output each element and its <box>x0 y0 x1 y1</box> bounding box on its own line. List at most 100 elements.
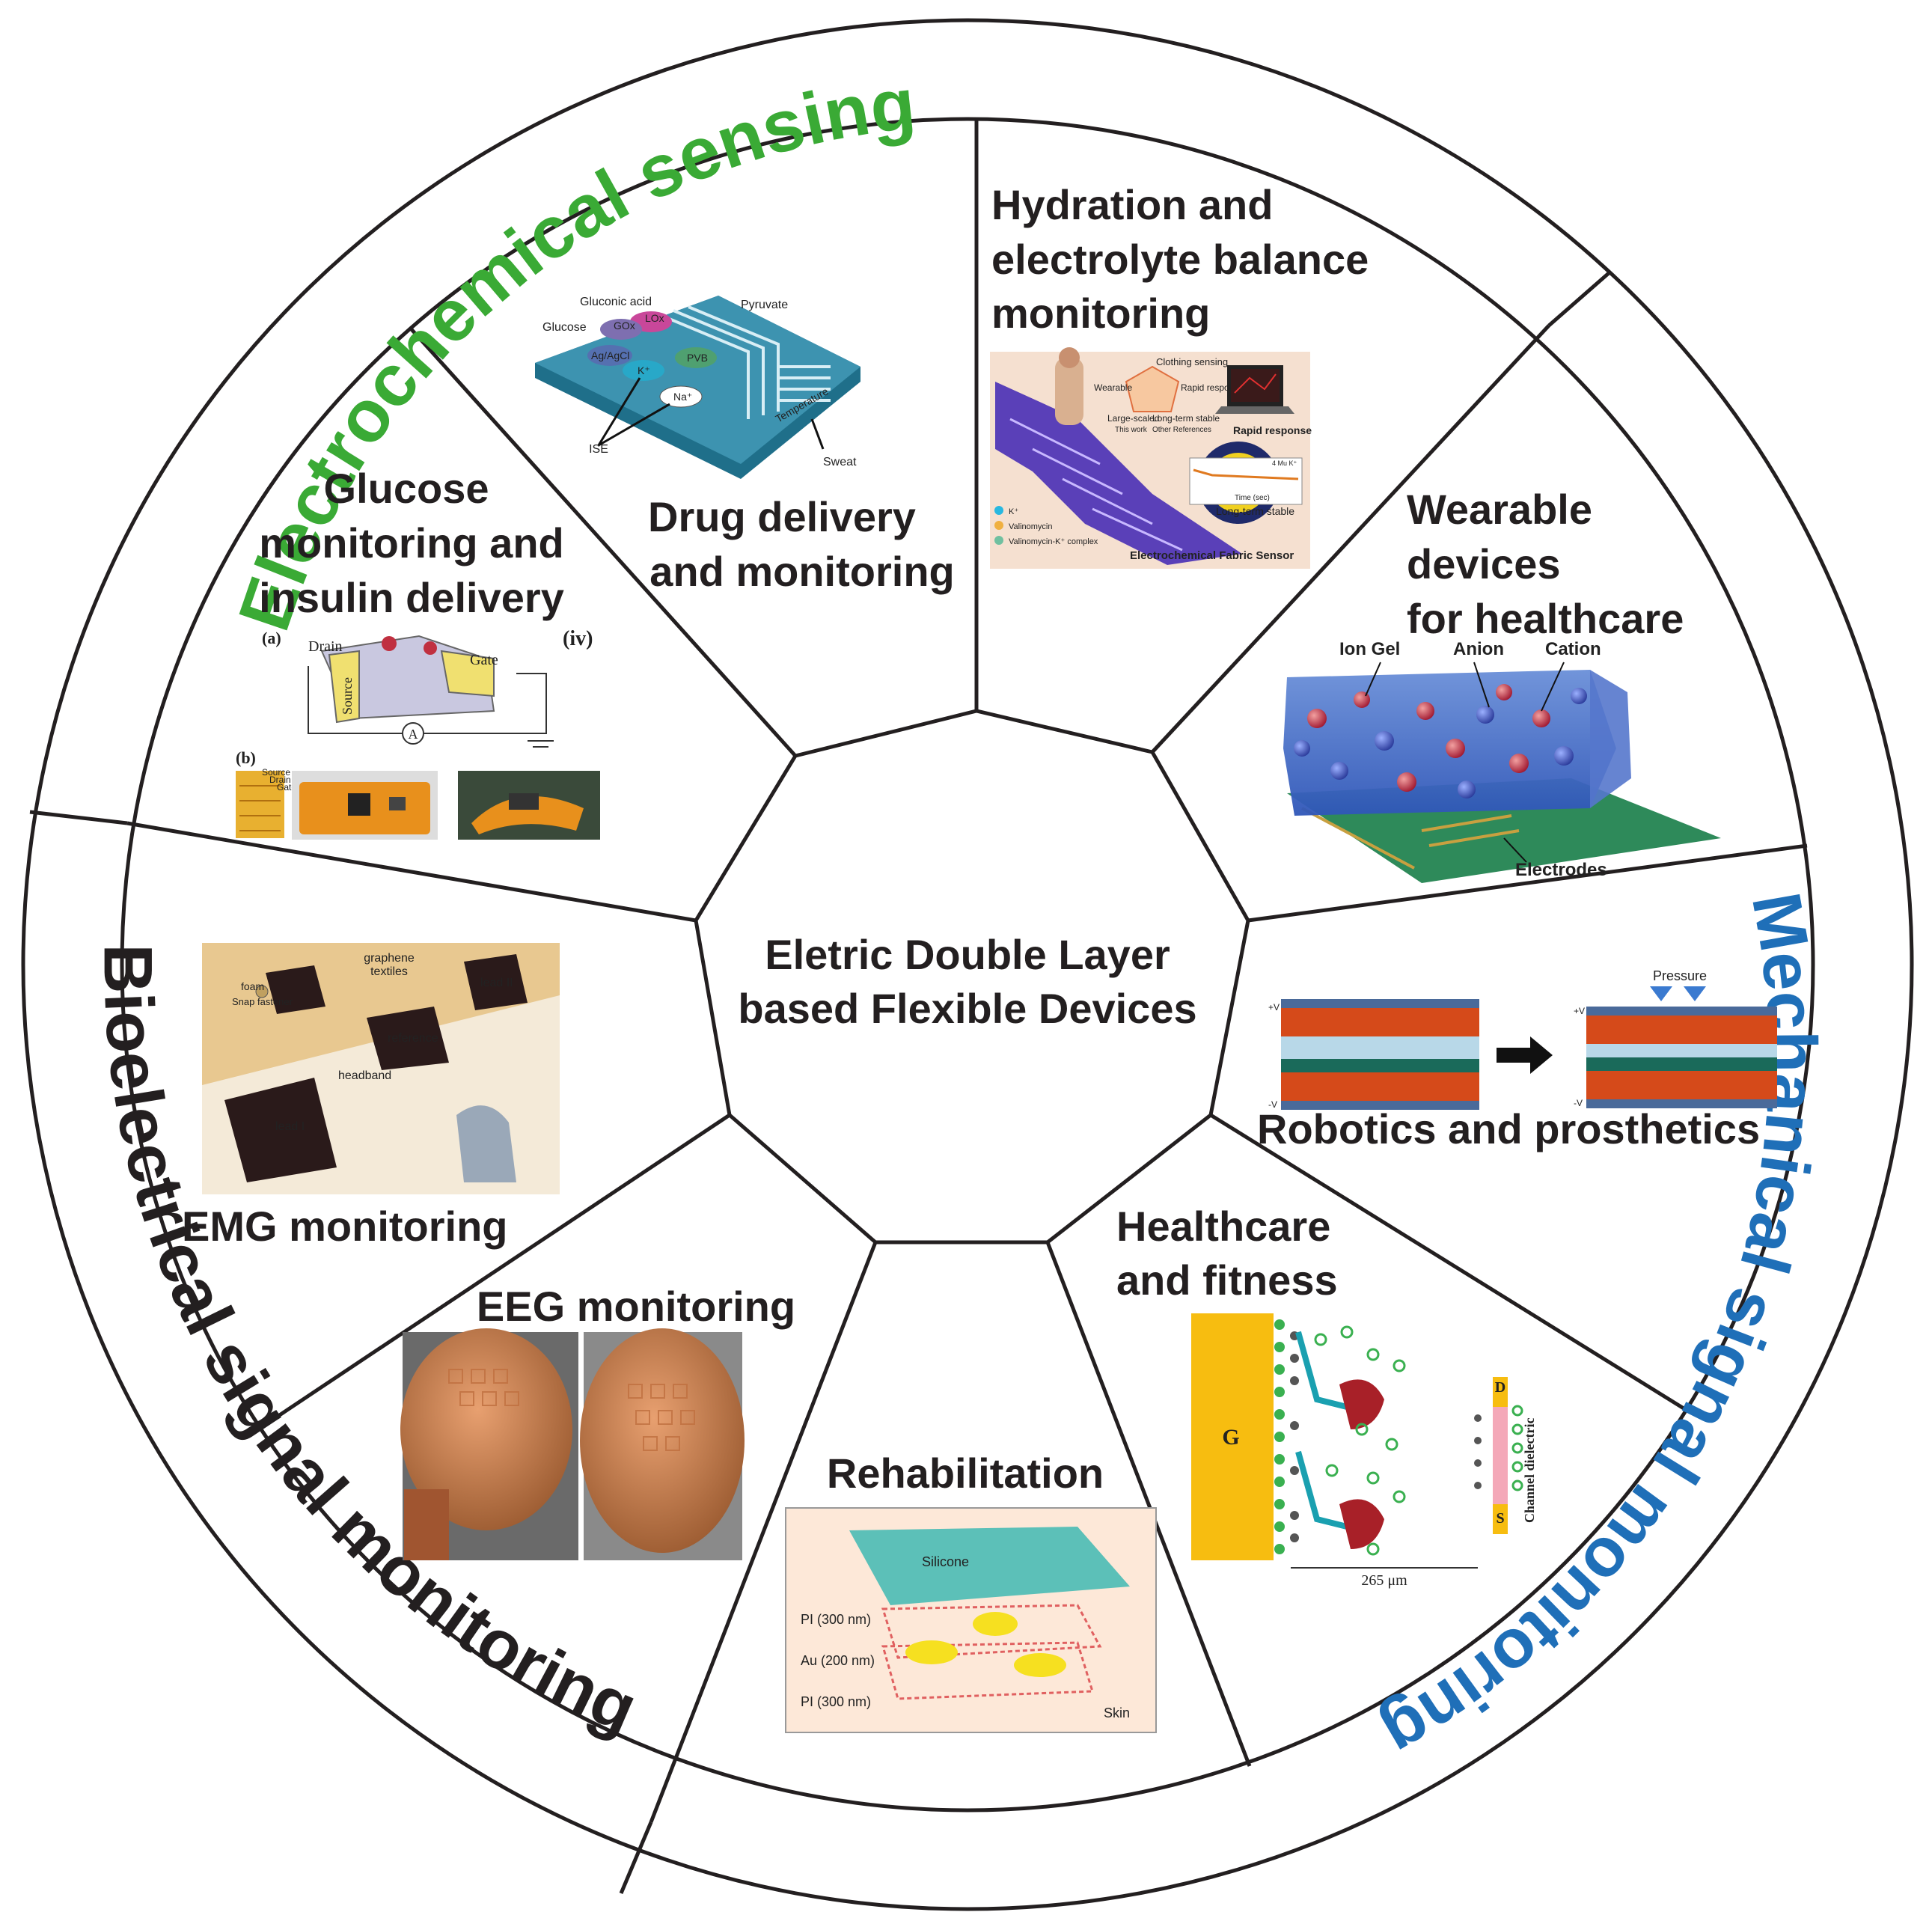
eeg-figure <box>400 1328 745 1560</box>
segment-eeg: EEG monitoring <box>400 1283 795 1560</box>
segment-hydration: Hydration and electrolyte balance monito… <box>990 181 1369 569</box>
hydration-wearable: Wearable <box>1094 382 1132 393</box>
rehab-au: Au (200 nm) <box>801 1653 875 1668</box>
glucose-title-2: monitoring and <box>259 519 564 567</box>
spoke-4 <box>1247 843 1808 923</box>
drug-title-2: and monitoring <box>649 548 955 595</box>
fitness-title-1: Healthcare <box>1116 1203 1330 1250</box>
rehab-silicone: Silicone <box>922 1554 969 1569</box>
ring-divider-bottom <box>619 1821 653 1894</box>
drug-pyruvate: Pyruvate <box>741 299 788 311</box>
spoke-5 <box>1209 1113 1689 1413</box>
wearable-ions <box>1294 684 1587 798</box>
drug-lox: LOx <box>645 312 664 324</box>
emg-lead2: lead II <box>480 977 513 989</box>
hydration-kplus: 4 Mu K⁺ <box>1272 459 1297 467</box>
glucose-label-b: (b) <box>236 748 256 767</box>
robotics-title: Robotics and prosthetics <box>1257 1105 1760 1152</box>
glucose-label-a: (a) <box>262 629 281 647</box>
glucose-source: Source <box>340 677 355 715</box>
glucose-board-source: Source <box>262 767 290 778</box>
robotics-plus-v-2: +V <box>1574 1006 1585 1016</box>
drug-glucose: Glucose <box>542 321 587 334</box>
spoke-9 <box>126 821 697 923</box>
drug-ise: ISE <box>589 443 608 456</box>
drug-agcl: Ag/AgCl <box>591 349 629 361</box>
hydration-valinomycin: Valinomycin <box>1009 522 1053 531</box>
robotics-minus-v-2: -V <box>1574 1098 1583 1108</box>
drug-title-1: Drug delivery <box>648 493 916 540</box>
spoke-7 <box>649 1242 878 1823</box>
eeg-title: EEG monitoring <box>477 1283 795 1330</box>
glucose-gate: Gate <box>470 652 498 668</box>
drug-sweat: Sweat <box>823 456 857 468</box>
hydration-longterm-big: Long-term stable <box>1216 505 1294 517</box>
hydration-figure: Clothing sensing Wearable Rapid response… <box>990 347 1312 569</box>
spoke-8 <box>245 1113 731 1439</box>
emg-foam: foam <box>241 980 264 992</box>
wearable-iongel: Ion Gel <box>1339 639 1400 659</box>
rehab-skin: Skin <box>1104 1705 1130 1720</box>
hydration-other: Other References <box>1152 426 1211 434</box>
wearable-title-2: devices <box>1407 540 1561 587</box>
drug-pvb: PVB <box>687 352 708 364</box>
spoke-3 <box>1151 324 1550 754</box>
glucose-title-1: Glucose <box>324 465 489 512</box>
ring-divider-left <box>29 810 128 825</box>
emg-headband: headband <box>338 1069 391 1082</box>
emg-snap: Snap fastener <box>232 996 293 1007</box>
robotics-figure: +V -V +V -V Pressure <box>1268 968 1777 1110</box>
center-line-2: based Flexible Devices <box>738 985 1196 1032</box>
wearable-figure: Ion Gel Anion Cation Electrodes <box>1283 639 1721 883</box>
hydration-large: Large-scaled <box>1107 413 1159 424</box>
hydration-longterm: Long-term stable <box>1152 413 1220 424</box>
fitness-channel: Channel dielectric <box>1522 1418 1537 1523</box>
wearable-anion: Anion <box>1453 639 1504 659</box>
segment-rehab: Rehabilitation Silicone PI (300 nm) Au (… <box>785 1450 1157 1733</box>
center-heptagon <box>694 709 1250 1245</box>
hydration-title-3: monitoring <box>991 290 1210 337</box>
wearable-title-1: Wearable <box>1407 486 1592 533</box>
rehab-pi2: PI (300 nm) <box>801 1694 871 1709</box>
robotics-pressure: Pressure <box>1653 968 1707 983</box>
hydration-thiswork: This work <box>1115 426 1148 434</box>
glucose-figure: (a) (iv) Drain Gate Source A (b) Source … <box>236 627 600 840</box>
fitness-length: 265 μm <box>1361 1572 1407 1589</box>
glucose-board-gate: Gate <box>277 782 296 793</box>
emg-lead1: lead I <box>275 1120 305 1133</box>
glucose-label-iv: (iv) <box>563 627 593 650</box>
fitness-title-2: and fitness <box>1116 1256 1338 1304</box>
emg-reference: reference <box>388 1032 438 1045</box>
hydration-title-2: electrolyte balance <box>991 236 1369 283</box>
hydration-title-1: Hydration and <box>991 181 1273 228</box>
fitness-g: G <box>1222 1425 1239 1450</box>
segment-emg: graphene textiles foam Snap fastener lea… <box>182 943 560 1250</box>
robotics-minus-v-1: -V <box>1268 1099 1277 1110</box>
wearable-electrodes: Electrodes <box>1515 860 1607 880</box>
emg-graphene: graphene <box>364 952 415 965</box>
hydration-fabric: Electrochemical Fabric Sensor <box>1130 549 1294 562</box>
drug-k: K⁺ <box>638 364 650 376</box>
robotics-plus-v-1: +V <box>1268 1002 1280 1013</box>
rehab-pi1: PI (300 nm) <box>801 1612 871 1627</box>
diagram-structure <box>21 18 1914 1911</box>
emg-textiles: textiles <box>370 965 408 978</box>
glucose-board-drain: Drain <box>269 775 291 785</box>
segment-drug: Gluconic acid Glucose Pyruvate GOx LOx A… <box>535 296 955 595</box>
hydration-clothing: Clothing sensing <box>1156 356 1228 367</box>
glucose-title-3: insulin delivery <box>259 574 564 621</box>
drug-na: Na⁺ <box>673 391 692 403</box>
glucose-drain: Drain <box>308 638 343 655</box>
rehab-figure: Silicone PI (300 nm) Au (200 nm) PI (300… <box>785 1507 1157 1733</box>
hydration-k: K⁺ <box>1009 507 1018 516</box>
drug-gluconic: Gluconic acid <box>580 296 652 308</box>
hydration-complex: Valinomycin-K⁺ complex <box>1009 537 1098 546</box>
wearable-title-3: for healthcare <box>1407 595 1684 642</box>
hydration-time: Time (sec) <box>1235 494 1270 502</box>
center-label: Eletric Double Layer based Flexible Devi… <box>738 931 1196 1032</box>
ring-divider-top-right <box>1547 272 1610 327</box>
drug-figure: Gluconic acid Glucose Pyruvate GOx LOx A… <box>535 296 860 479</box>
segment-glucose: Glucose monitoring and insulin delivery … <box>236 465 600 840</box>
emg-title: EMG monitoring <box>182 1203 508 1250</box>
